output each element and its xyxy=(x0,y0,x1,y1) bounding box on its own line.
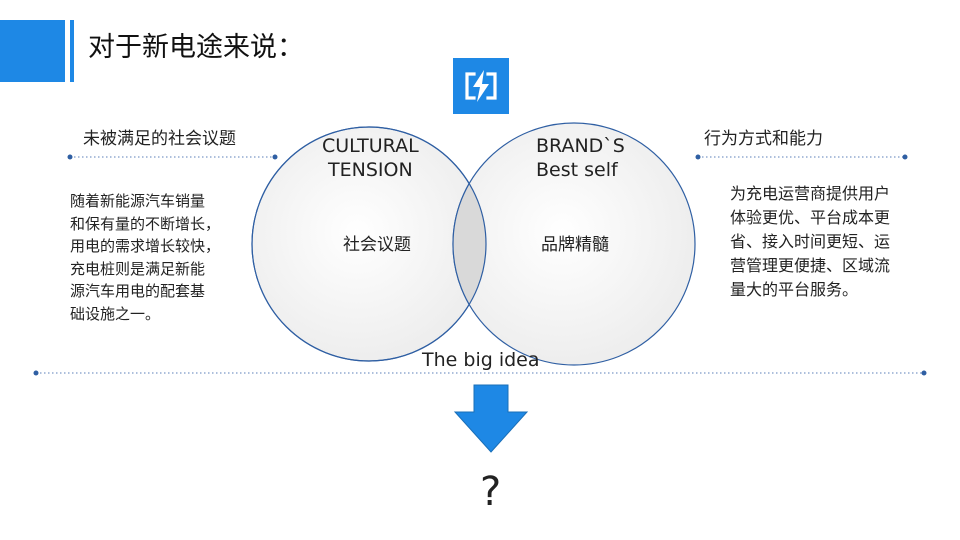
right-body-line: 量大的平台服务。 xyxy=(730,280,859,299)
left-body-line: 和保有量的不断增长， xyxy=(70,214,221,233)
result-question-mark: ? xyxy=(480,469,502,515)
left-body-line: 用电的需求增长较快， xyxy=(70,237,221,255)
right-panel-heading: 行为方式和能力 xyxy=(704,129,823,149)
left-body-line: 随着新能源汽车销量 xyxy=(70,192,206,210)
big-idea-divider-dot-end xyxy=(921,370,927,376)
right-circle-title-line2: Best self xyxy=(536,159,618,181)
left-heading-divider-dot-end xyxy=(272,154,278,160)
right-body-line: 省、接入时间更短、运 xyxy=(730,232,891,251)
right-heading-divider-dot-start xyxy=(695,154,701,160)
right-circle-title-line1: BRAND`S xyxy=(536,135,625,157)
overlap-region xyxy=(452,127,486,361)
left-circle-title-line2: TENSION xyxy=(328,159,413,181)
left-panel-heading: 未被满足的社会议题 xyxy=(83,129,236,149)
left-body-line: 充电桩则是满足新能 xyxy=(70,259,206,278)
left-circle-label: 社会议题 xyxy=(343,235,411,255)
big-idea-label: The big idea xyxy=(422,349,540,371)
right-body-line: 体验更优、平台成本更 xyxy=(730,208,891,227)
right-circle-label: 品牌精髓 xyxy=(541,235,609,255)
left-body-line: 础设施之一。 xyxy=(70,304,161,323)
right-heading-divider-dot-end xyxy=(902,154,908,160)
big-idea-divider-dot-start xyxy=(33,370,39,376)
left-circle-outline xyxy=(251,126,487,362)
header-accent-line xyxy=(70,20,74,82)
left-circle-title-line1: CULTURAL xyxy=(322,135,419,157)
brand-logo-icon xyxy=(453,58,509,114)
right-body-line: 营管理更便捷、区域流 xyxy=(730,256,891,275)
down-arrow-icon xyxy=(453,384,529,453)
right-body-line: 为充电运营商提供用户 xyxy=(730,184,891,203)
left-body-line: 源汽车用电的配套基 xyxy=(70,282,206,300)
right-panel-body: 为充电运营商提供用户 体验更优、平台成本更 省、接入时间更短、运 营管理更便捷、… xyxy=(730,182,930,302)
left-panel-body: 随着新能源汽车销量 和保有量的不断增长， 用电的需求增长较快， 充电桩则是满足新… xyxy=(70,190,270,325)
header-accent-block xyxy=(0,20,65,82)
left-heading-divider-dot-start xyxy=(67,154,73,160)
page-title: 对于新电途来说： xyxy=(88,32,304,63)
